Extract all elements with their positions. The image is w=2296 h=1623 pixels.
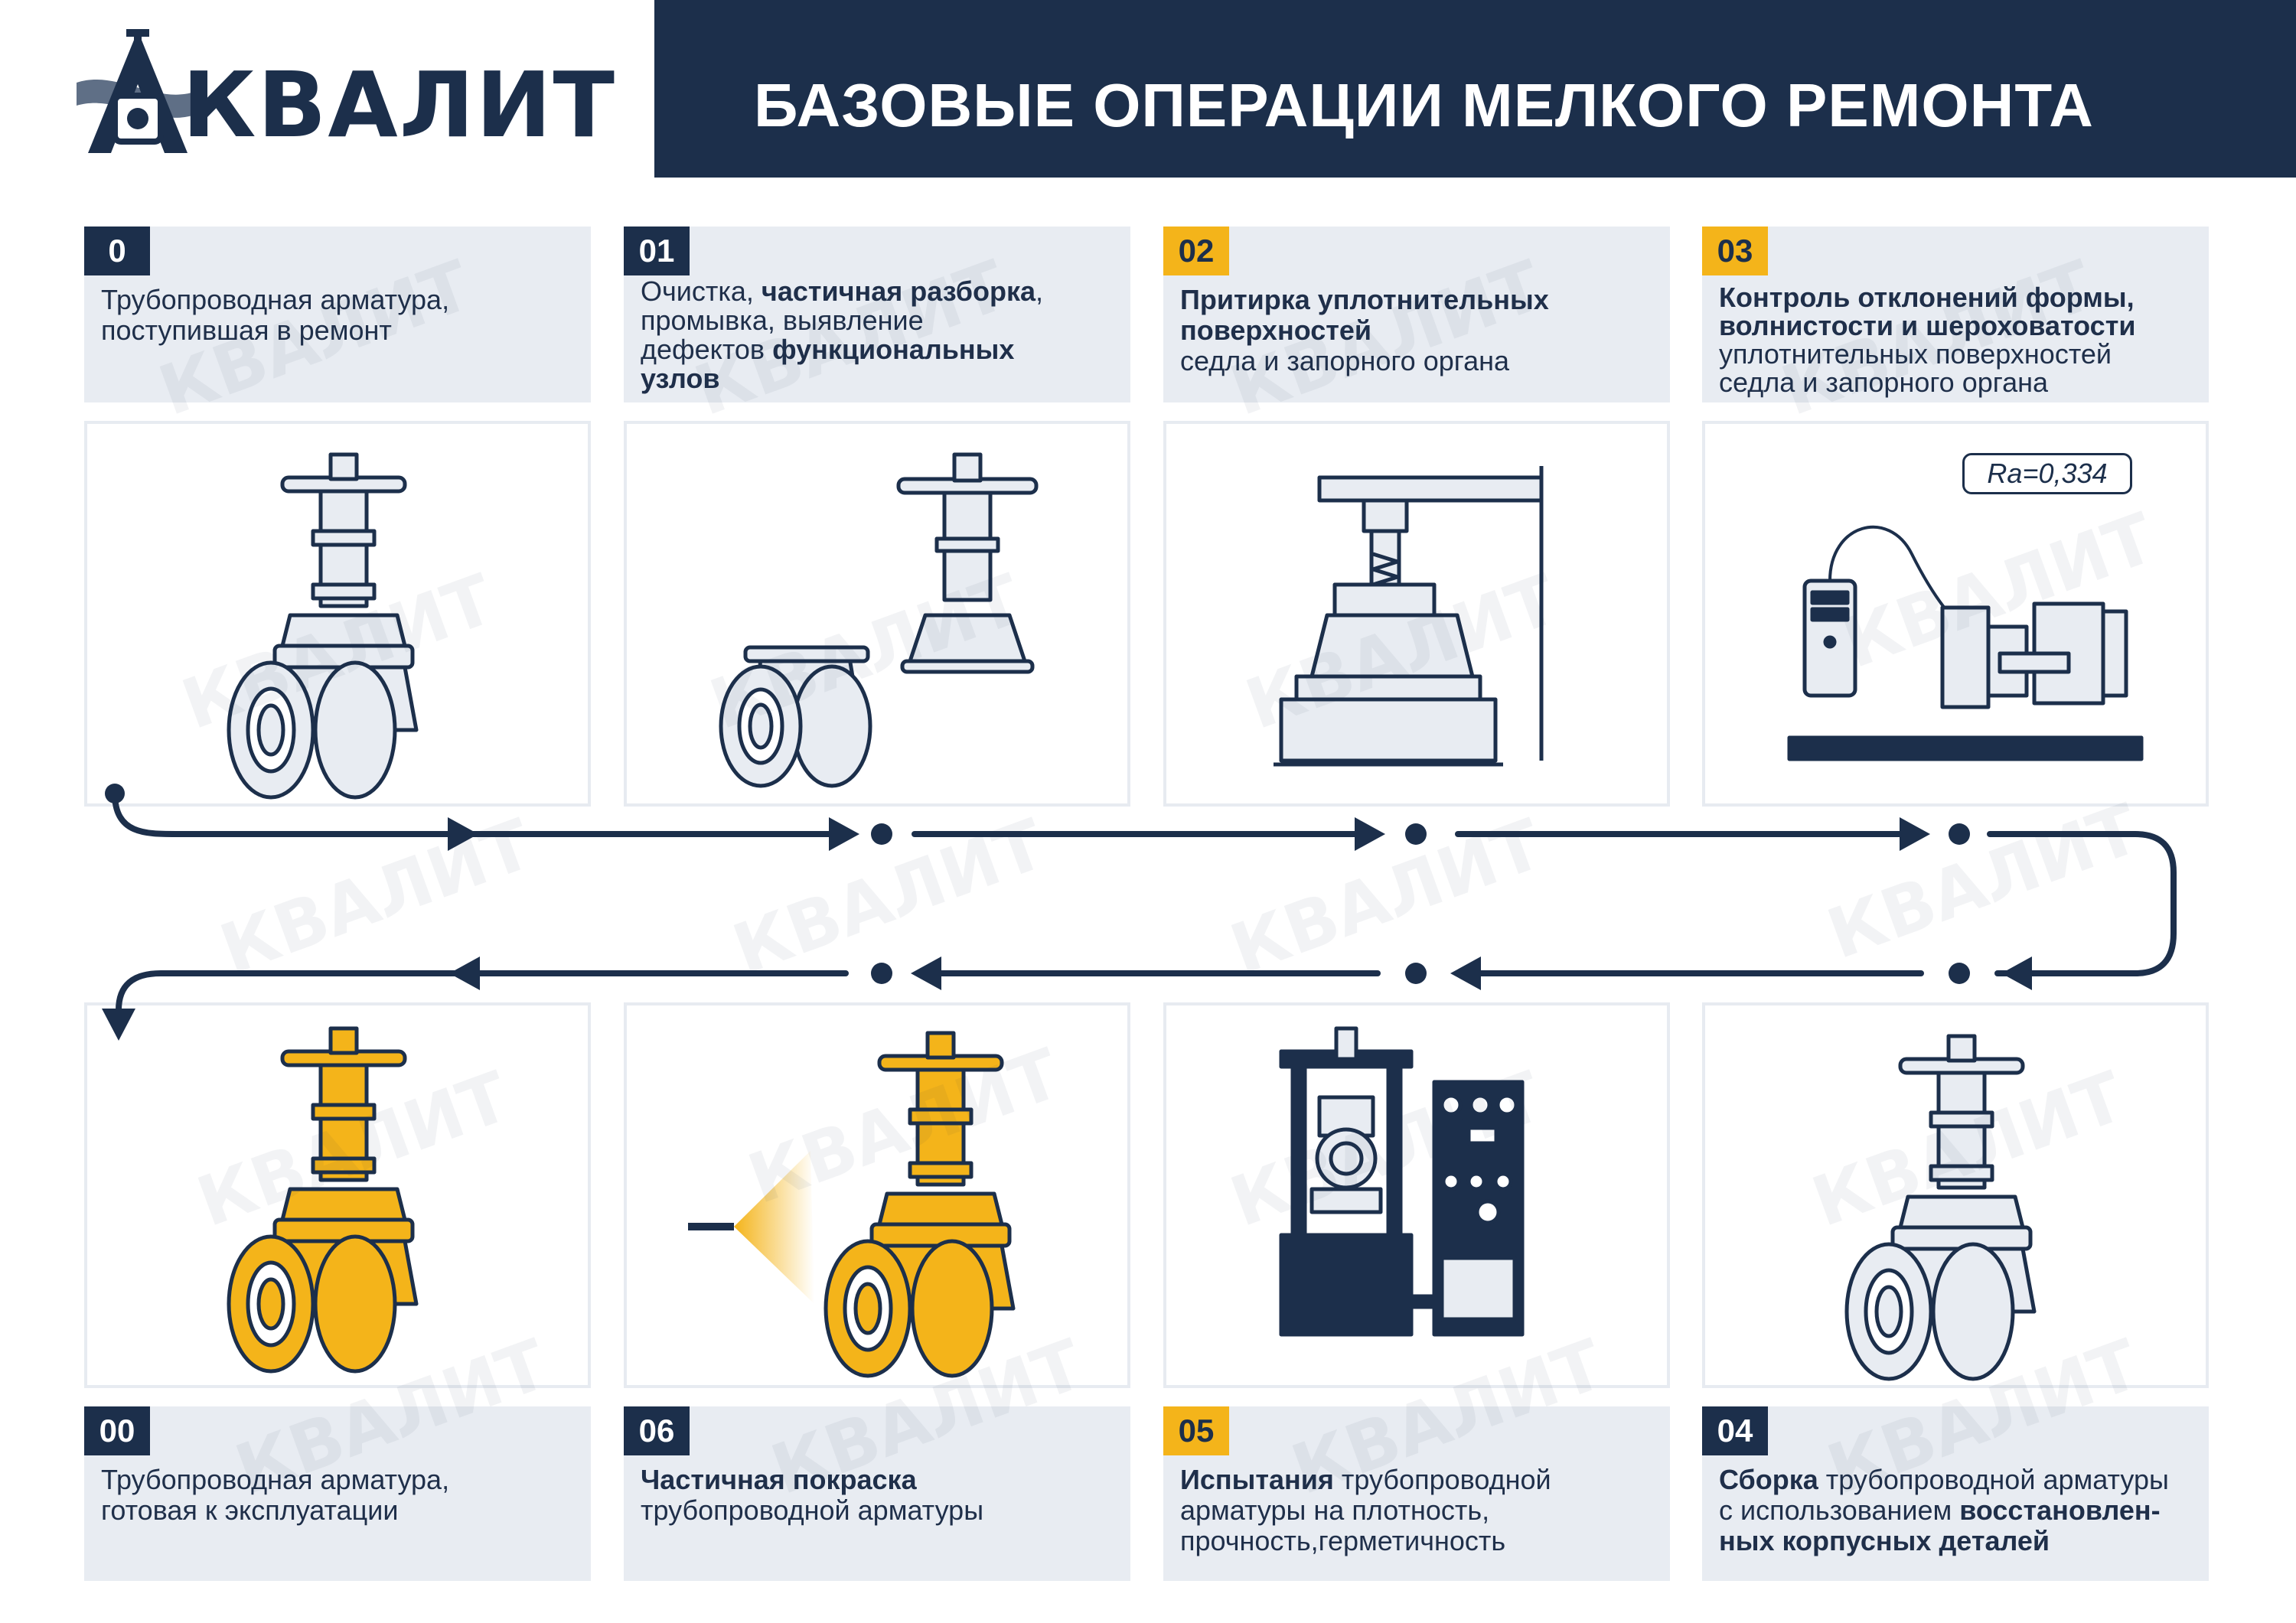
description-line: готовая к эксплуатации [101,1495,576,1526]
step-description: Трубопроводная арматура,поступившая в ре… [101,285,576,346]
description-line: Притирка уплотнительных [1180,285,1655,315]
description-line: ных корпусных деталей [1719,1526,2193,1556]
image-testing [1163,1002,1670,1388]
text-segment: седла и запорного органа [1180,345,1510,376]
step-number: 0 [84,227,150,275]
bold-text-segment: Контроль отклонений формы, [1719,282,2135,313]
text-segment: Очистка, [641,275,762,307]
step-01-box: 01 Очистка, частичная разборка,промывка,… [624,227,1130,402]
text-segment: дефектов [641,334,773,365]
text-segment: седла и запорного органа [1719,367,2049,398]
text-segment: прочность,герметичность [1180,1525,1506,1556]
bold-text-segment: узлов [641,363,720,394]
text-segment: промывка, выявление [641,305,924,336]
description-line: поверхностей [1180,315,1655,346]
assembled-gate-valve-icon [1844,1034,2037,1381]
bold-text-segment: частичная разборка [761,275,1036,307]
profilometer-icon [1787,525,2144,761]
bold-text-segment: восстановлен- [1959,1494,2161,1526]
step-number: 04 [1702,1406,1768,1455]
logo-valve-icon [77,29,199,153]
text-segment: Трубопроводная арматура, [101,1464,450,1495]
text-segment: , [1035,275,1044,307]
bold-text-segment: Испытания [1180,1464,1334,1495]
logo-text: КВАЛИТ [182,52,616,158]
spray-painting-icon [688,1031,1016,1378]
step-description: Контроль отклонений формы,волнистости и … [1719,283,2193,396]
text-segment: трубопроводной арматуры [1818,1464,2169,1495]
description-line: узлов [641,364,1115,393]
roughness-readout: Ra=0,334 [1962,453,2132,494]
test-bench-icon [1279,1026,1525,1337]
text-segment: арматуры на плотность, [1180,1494,1490,1526]
step-number: 01 [624,227,690,275]
description-line: волнистости и шероховатости [1719,311,2193,340]
step-00-box: 00 Трубопроводная арматура,готовая к экс… [84,1406,591,1581]
step-0-box: 0 Трубопроводная арматура,поступившая в … [84,227,591,402]
description-line: с использованием восстановлен- [1719,1495,2193,1526]
image-lapping [1163,421,1670,807]
page-title: БАЗОВЫЕ ОПЕРАЦИИ МЕЛКОГО РЕМОНТА [754,71,2094,139]
text-segment: трубопроводной [1333,1464,1551,1495]
description-line: Частичная покраска [641,1465,1115,1495]
image-assembly [1702,1002,2209,1388]
bold-text-segment: функциональных [772,334,1015,365]
description-line: трубопроводной арматуры [641,1495,1115,1526]
description-line: поступившая в ремонт [101,315,576,346]
text-segment: уплотнительных поверхностей [1719,338,2112,370]
step-number: 05 [1163,1406,1229,1455]
bold-text-segment: волнистости и шероховатости [1719,310,2136,341]
step-description: Очистка, частичная разборка,промывка, вы… [641,277,1115,393]
image-ready-valve [84,1002,591,1388]
description-line: Испытания трубопроводной [1180,1465,1655,1495]
painted-gate-valve-icon [227,1026,419,1374]
text-segment: с использованием [1719,1494,1960,1526]
image-roughness-control [1702,421,2209,807]
description-line: Контроль отклонений формы, [1719,283,2193,311]
bold-text-segment: Сборка [1719,1464,1818,1495]
bold-text-segment: Частичная покраска [641,1464,917,1495]
description-line: Трубопроводная арматура, [101,285,576,315]
description-line: седла и запорного органа [1180,346,1655,376]
bold-text-segment: поверхностей [1180,314,1372,346]
description-line: уплотнительных поверхностей [1719,340,2193,368]
step-number: 06 [624,1406,690,1455]
step-description: Трубопроводная арматура,готовая к эксплу… [101,1465,576,1526]
image-disassembly [624,421,1130,807]
text-segment: поступившая в ремонт [101,314,392,346]
description-line: седла и запорного органа [1719,368,2193,396]
description-line: прочность,герметичность [1180,1526,1655,1556]
text-segment: готовая к эксплуатации [101,1494,399,1526]
step-number: 03 [1702,227,1768,275]
text-segment: Трубопроводная арматура, [101,284,450,315]
description-line: Трубопроводная арматура, [101,1465,576,1495]
disassembled-valve-icon [719,452,1039,788]
image-painting [624,1002,1130,1388]
description-line: Очистка, частичная разборка, [641,277,1115,306]
image-incoming-valve [84,421,591,807]
step-03-box: 03 Контроль отклонений формы,волнистости… [1702,227,2209,402]
bold-text-segment: ных корпусных деталей [1719,1525,2050,1556]
step-number: 02 [1163,227,1229,275]
description-line: промывка, выявление [641,306,1115,335]
header-bar [654,0,2296,178]
description-line: дефектов функциональных [641,335,1115,364]
text-segment: трубопроводной арматуры [641,1494,984,1526]
description-line: Сборка трубопроводной арматуры [1719,1465,2193,1495]
lapping-machine-icon [1274,466,1544,767]
step-number: 00 [84,1406,150,1455]
bold-text-segment: Притирка уплотнительных [1180,284,1549,315]
gate-valve-icon [227,452,419,800]
description-line: арматуры на плотность, [1180,1495,1655,1526]
